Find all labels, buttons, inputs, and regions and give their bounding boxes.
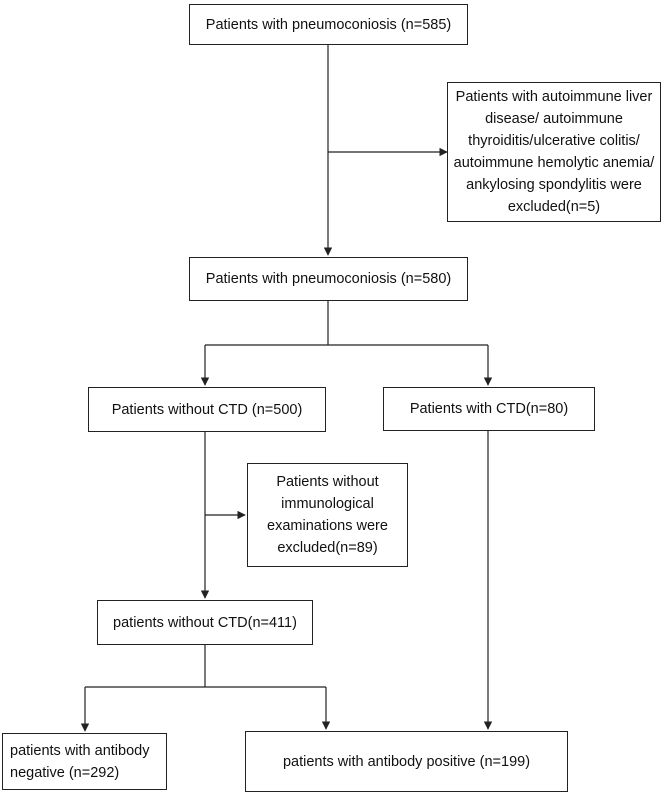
node-antibody-positive: patients with antibody positive (n=199) <box>245 731 568 792</box>
node-pneumoconiosis-580-label: Patients with pneumoconiosis (n=580) <box>205 271 452 287</box>
node-antibody-negative: patients with antibody negative (n=292) <box>2 733 167 790</box>
node-pneumoconiosis-585-label: Patients with pneumoconiosis (n=585) <box>205 16 452 33</box>
node-exclusion-autoimmune: Patients with autoimmune liver disease/ … <box>447 82 661 222</box>
node-pneumoconiosis-585: Patients with pneumoconiosis (n=585) <box>189 4 468 45</box>
node-without-ctd-411-label: patients without CTD(n=411) <box>113 614 297 631</box>
node-without-ctd-500-label: Patients without CTD (n=500) <box>111 401 303 418</box>
node-without-ctd-500: Patients without CTD (n=500) <box>88 387 326 432</box>
node-with-ctd-80: Patients with CTD(n=80) <box>383 387 595 431</box>
node-without-ctd-411: patients without CTD(n=411) <box>97 600 313 645</box>
node-pneumoconiosis-580: Patients with pneumoconiosis (n=580) <box>189 257 468 301</box>
node-with-ctd-80-label: Patients with CTD(n=80) <box>409 401 569 417</box>
node-antibody-negative-label: patients with antibody negative (n=292) <box>10 742 150 781</box>
node-exclusion-immunological-label: Patients without immunological examinati… <box>267 474 388 556</box>
node-exclusion-immunological: Patients without immunological examinati… <box>247 463 408 567</box>
node-exclusion-autoimmune-label: Patients with autoimmune liver disease/ … <box>453 89 655 215</box>
node-antibody-positive-label: patients with antibody positive (n=199) <box>282 753 531 770</box>
